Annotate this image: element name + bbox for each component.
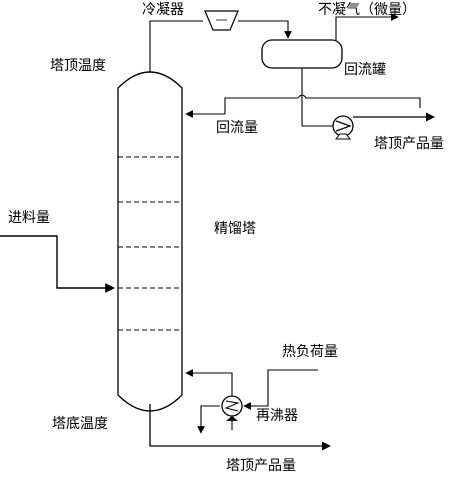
reflux-crossover — [297, 94, 421, 108]
overhead-vapor-line — [149, 20, 203, 72]
reboiler-return-line — [185, 369, 233, 396]
column-trays — [118, 156, 182, 331]
top-product-label-upper: 塔顶产品量 — [374, 136, 444, 152]
reflux-drum-label: 回流罐 — [344, 62, 386, 78]
top-temperature-label: 塔顶温度 — [50, 58, 106, 74]
bottom-temperature-label: 塔底温度 — [52, 416, 108, 432]
heat-load-label: 热负荷量 — [282, 344, 338, 360]
reflux-drum — [261, 39, 343, 69]
pump-icon — [332, 115, 354, 140]
steam-line — [243, 369, 318, 410]
column-label: 精馏塔 — [214, 221, 256, 237]
reboiler-outlet-arrow — [226, 416, 238, 421]
reboiler-label: 再沸器 — [256, 408, 298, 424]
reflux-flow-label: 回流量 — [216, 120, 258, 136]
condensate-drain-line — [197, 405, 220, 434]
vent-line — [335, 13, 399, 40]
condenser-icon — [204, 10, 239, 31]
feed-flow-label: 进料量 — [8, 210, 50, 226]
condensate-line — [238, 20, 292, 39]
condenser-label: 冷凝器 — [142, 2, 184, 18]
bottom-product-line — [149, 404, 331, 451]
feed-line — [0, 235, 115, 293]
non-condensable-label: 不凝气（微量） — [318, 2, 416, 18]
reflux-line — [185, 97, 298, 118]
column-shell — [117, 71, 183, 412]
reboiler-icon — [221, 395, 243, 417]
top-product-label-lower: 塔顶产品量 — [226, 458, 296, 474]
